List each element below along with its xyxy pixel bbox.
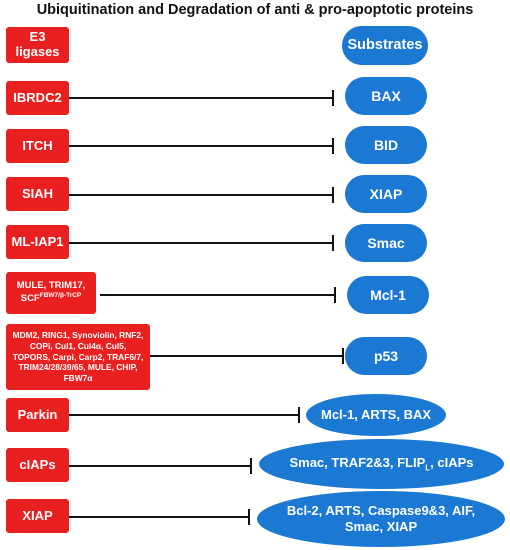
substrate-label-line2: Smac, XIAP bbox=[344, 519, 418, 534]
substrate-box-bid: BID bbox=[345, 126, 427, 164]
e3-ligases-header: E3 ligases bbox=[6, 27, 69, 63]
inhibition-bar bbox=[332, 187, 334, 203]
e3-box-itch: ITCH bbox=[6, 129, 69, 163]
inhibition-line bbox=[69, 97, 332, 99]
inhibition-line bbox=[150, 355, 342, 357]
e3-label: ITCH bbox=[22, 137, 53, 153]
e3-ligases-label: E3 ligases bbox=[15, 29, 60, 59]
substrate-box-smac-traf-flip-ciaps: Smac, TRAF2&3, FLIPL, cIAPs bbox=[259, 439, 504, 489]
inhibition-bar bbox=[298, 407, 300, 423]
inhibition-bar bbox=[332, 138, 334, 154]
inhibition-bar bbox=[342, 348, 344, 364]
e3-box-ml-iap1: ML-IAP1 bbox=[6, 225, 69, 259]
substrate-label: BID bbox=[373, 136, 399, 153]
inhibition-line bbox=[69, 194, 332, 196]
substrate-label: Mcl-1, ARTS, BAX bbox=[320, 407, 432, 423]
e3-box-ciaps: cIAPs bbox=[6, 448, 69, 482]
inhibition-bar bbox=[334, 287, 336, 303]
inhibition-bar bbox=[332, 90, 334, 106]
e3-label: SIAH bbox=[21, 185, 54, 201]
substrate-box-bcl2-arts-casp-aif: Bcl-2, ARTS, Caspase9&3, AIF, Smac, XIAP bbox=[257, 491, 505, 547]
substrate-label: Smac bbox=[367, 234, 405, 251]
substrate-label-main: Smac, TRAF2&3, FLIP bbox=[289, 454, 426, 470]
substrate-label-suffix: , cIAPs bbox=[430, 454, 474, 470]
substrate-label-subscript: L bbox=[425, 463, 431, 473]
e3-box-p53-ligases: MDM2, RING1, Synoviolin, RNF2, COPi, Cul… bbox=[6, 324, 150, 390]
substrates-header: Substrates bbox=[342, 26, 428, 65]
e3-label-scf-superscript: FBW7/β-TrCP bbox=[39, 291, 82, 299]
inhibition-bar bbox=[250, 458, 252, 474]
e3-box-xiap: XIAP bbox=[6, 499, 69, 533]
e3-box-siah: SIAH bbox=[6, 177, 69, 211]
e3-label: MDM2, RING1, Synoviolin, RNF2, COPi, Cul… bbox=[12, 329, 144, 384]
e3-label: IBRDC2 bbox=[13, 89, 62, 105]
e3-label: ML-IAP1 bbox=[11, 233, 64, 249]
substrate-label: XIAP bbox=[369, 185, 403, 202]
e3-box-parkin: Parkin bbox=[6, 398, 69, 432]
substrate-box-mcl1: Mcl-1 bbox=[347, 276, 429, 314]
substrate-label: Mcl-1 bbox=[370, 286, 406, 303]
e3-label-line2: SCFFBW7/β-TrCP bbox=[21, 292, 82, 305]
e3-label-line1: MULE, TRIM17, bbox=[16, 280, 86, 291]
e3-label: cIAPs bbox=[19, 456, 56, 472]
e3-label-scf: SCF bbox=[20, 293, 40, 305]
substrate-label: Smac, TRAF2&3, FLIPL, cIAPs bbox=[289, 455, 473, 473]
e3-box-mule-trim17-scf: MULE, TRIM17, SCFFBW7/β-TrCP bbox=[6, 272, 96, 314]
substrate-label-line1: Bcl-2, ARTS, Caspase9&3, AIF, bbox=[286, 503, 476, 519]
substrate-box-p53: p53 bbox=[345, 337, 427, 375]
substrate-label: p53 bbox=[373, 347, 399, 364]
inhibition-line bbox=[69, 145, 332, 147]
e3-box-ibrdc2: IBRDC2 bbox=[6, 81, 69, 115]
inhibition-line bbox=[100, 294, 334, 296]
inhibition-bar bbox=[248, 509, 250, 525]
inhibition-bar bbox=[332, 235, 334, 251]
e3-label: XIAP bbox=[22, 507, 53, 523]
inhibition-line bbox=[69, 465, 250, 467]
substrate-label: BAX bbox=[371, 87, 401, 104]
inhibition-line bbox=[69, 242, 332, 244]
e3-label: Parkin bbox=[17, 406, 58, 422]
substrate-box-xiap: XIAP bbox=[345, 175, 427, 213]
diagram-title: Ubiquitination and Degradation of anti &… bbox=[36, 2, 474, 18]
substrate-box-bax: BAX bbox=[345, 77, 427, 115]
substrates-label: Substrates bbox=[347, 36, 423, 53]
substrate-box-smac: Smac bbox=[345, 224, 427, 262]
substrate-box-mcl1-arts-bax: Mcl-1, ARTS, BAX bbox=[306, 394, 446, 436]
inhibition-line bbox=[69, 516, 248, 518]
inhibition-line bbox=[69, 414, 298, 416]
